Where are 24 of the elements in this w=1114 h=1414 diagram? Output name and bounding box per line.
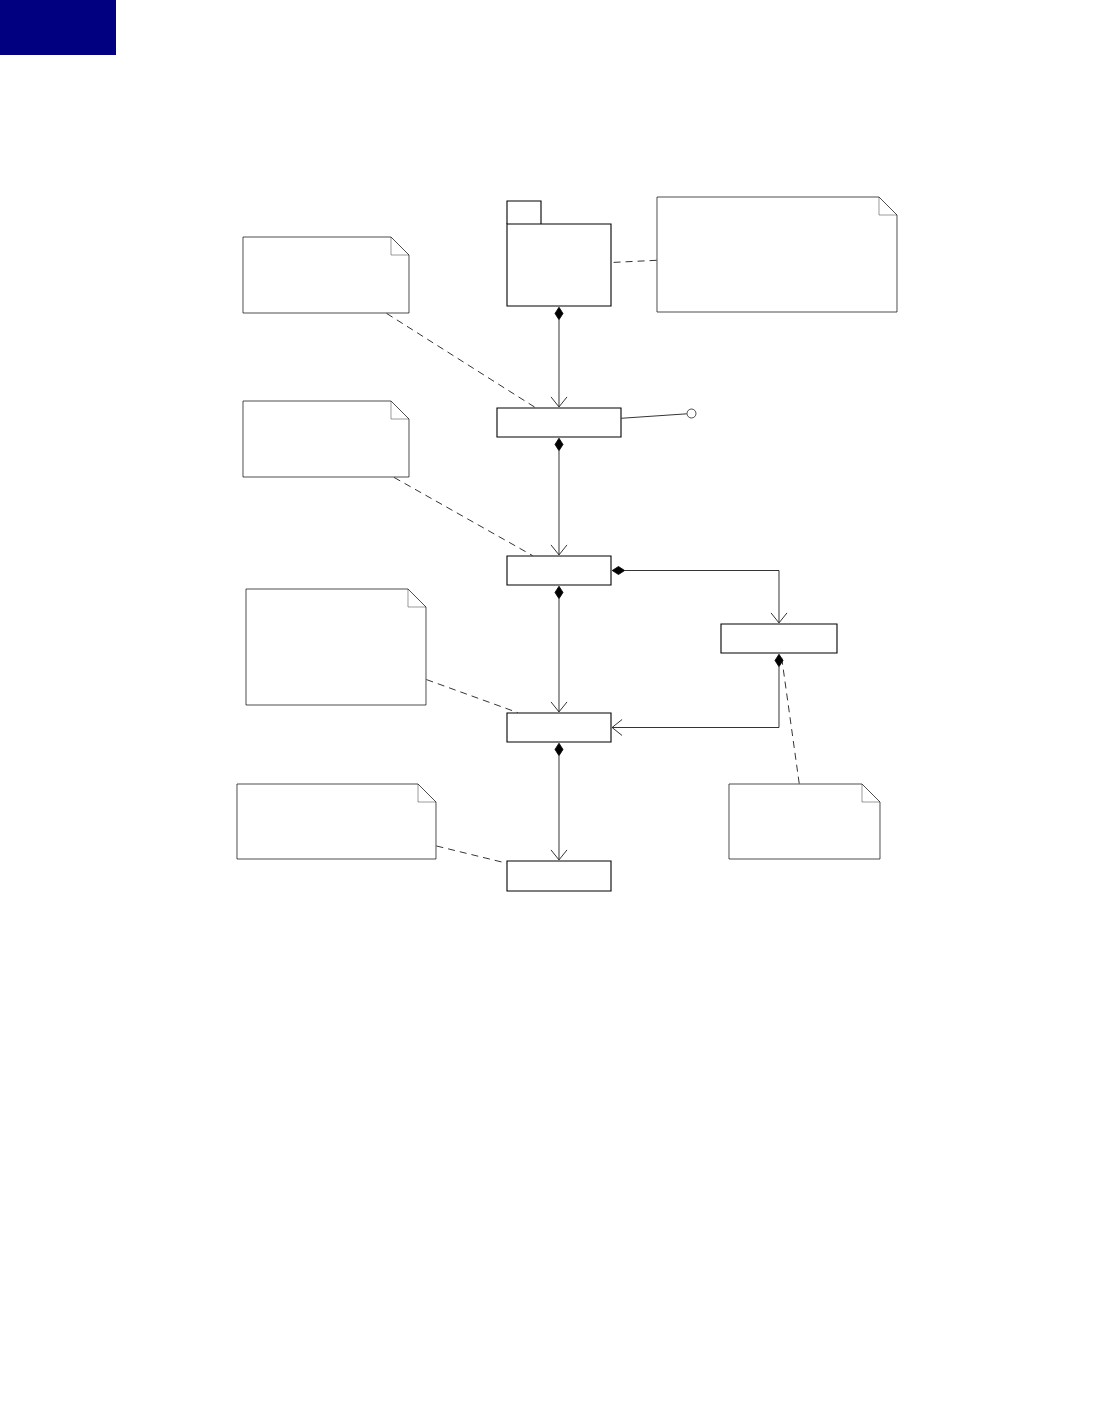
composition-arrow (611, 653, 784, 736)
note-shape (245, 588, 427, 706)
note-connector (436, 845, 507, 864)
note-connector (393, 477, 533, 556)
note-connector (386, 313, 536, 408)
note-shape (242, 236, 410, 314)
class-box (506, 860, 612, 892)
note-connector (426, 679, 518, 713)
package-box (506, 200, 612, 307)
composition-arrow (550, 742, 568, 861)
composition-arrow (550, 306, 568, 408)
class-box (506, 712, 612, 743)
note-shape (236, 783, 437, 860)
class-box (506, 555, 612, 586)
note-connector (611, 259, 657, 263)
composition-arrow (550, 437, 568, 556)
composition-arrow (550, 585, 568, 713)
connector-line (621, 413, 688, 419)
class-box (496, 407, 622, 438)
note-shape (656, 196, 898, 313)
composition-arrow (611, 566, 788, 624)
note-shape (242, 400, 410, 478)
note-shape (728, 783, 881, 860)
class-box (720, 623, 838, 654)
